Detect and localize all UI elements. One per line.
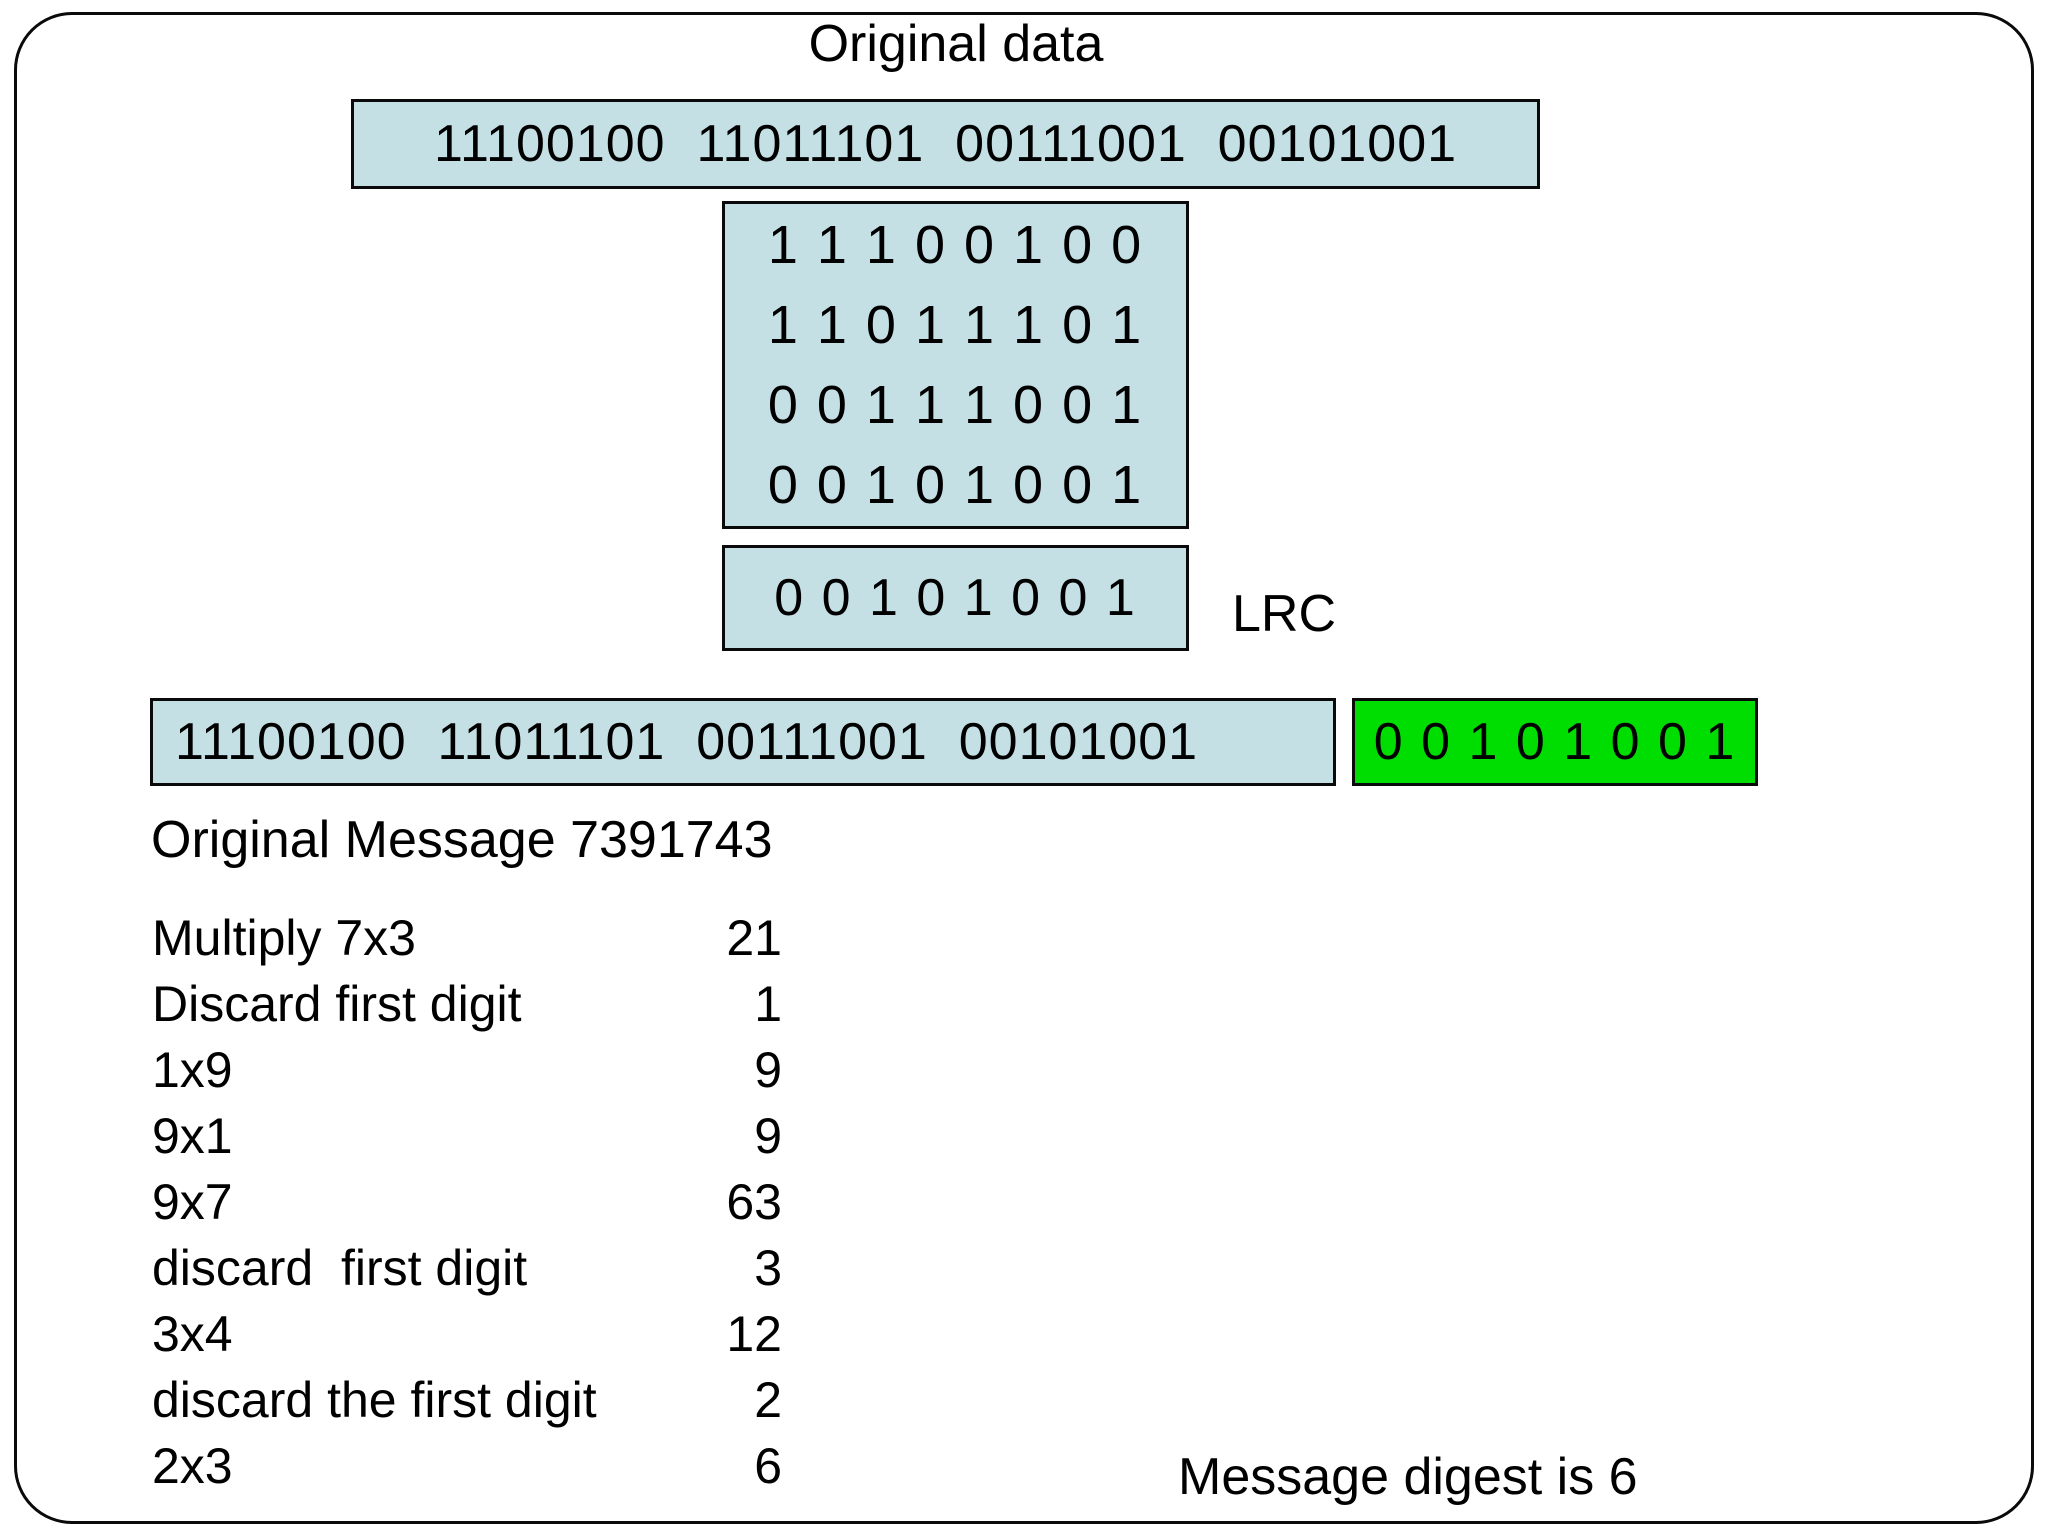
digest-step-row: 3x4 12 xyxy=(152,1301,782,1367)
digest-step-label: 1x9 xyxy=(152,1042,233,1098)
digest-step-row: 9x1 9 xyxy=(152,1103,782,1169)
matrix-row: 0 0 1 0 1 0 0 1 xyxy=(767,455,1144,515)
digest-step-value: 3 xyxy=(754,1240,782,1296)
digest-step-value: 9 xyxy=(754,1108,782,1164)
original-message-heading: Original Message 7391743 xyxy=(151,811,773,869)
bit-matrix-box: 1 1 1 0 0 1 0 0 1 1 0 1 1 1 0 1 0 0 1 1 … xyxy=(722,201,1189,529)
digest-step-value: 63 xyxy=(726,1174,782,1230)
matrix-row: 1 1 1 0 0 1 0 0 xyxy=(767,215,1144,275)
digest-step-row: discard the first digit 2 xyxy=(152,1367,782,1433)
transmitted-data-box: 11100100 11011101 00111001 00101001 xyxy=(150,698,1336,786)
original-data-bits: 11100100 11011101 00111001 00101001 xyxy=(433,115,1458,173)
slide-border xyxy=(14,12,2034,1524)
digest-step-value: 21 xyxy=(726,910,782,966)
page-title: Original data xyxy=(808,15,1104,73)
lrc-label: LRC xyxy=(1232,585,1337,643)
digest-steps-list: Multiply 7x3 21 Discard first digit 1 1x… xyxy=(152,905,782,1499)
matrix-row: 0 0 1 1 1 0 0 1 xyxy=(767,375,1144,435)
digest-step-row: discard first digit 3 xyxy=(152,1235,782,1301)
digest-step-label: 9x7 xyxy=(152,1174,233,1230)
digest-result-text: Message digest is 6 xyxy=(1178,1448,1638,1506)
lrc-result-bits: 0 0 1 0 1 0 0 1 xyxy=(774,569,1137,627)
original-data-box: 11100100 11011101 00111001 00101001 xyxy=(351,99,1540,189)
digest-step-value: 9 xyxy=(754,1042,782,1098)
transmitted-data-bits: 11100100 11011101 00111001 00101001 xyxy=(175,713,1199,771)
digest-step-label: 3x4 xyxy=(152,1306,233,1362)
digest-step-label: discard first digit xyxy=(152,1240,528,1296)
appended-lrc-bits: 0 0 1 0 1 0 0 1 xyxy=(1373,713,1737,771)
digest-step-value: 1 xyxy=(754,976,782,1032)
digest-step-label: 9x1 xyxy=(152,1108,233,1164)
digest-step-label: Discard first digit xyxy=(152,976,522,1032)
appended-lrc-box: 0 0 1 0 1 0 0 1 xyxy=(1352,698,1758,786)
lrc-result-box: 0 0 1 0 1 0 0 1 xyxy=(722,545,1189,651)
digest-step-value: 12 xyxy=(726,1306,782,1362)
digest-step-row: 9x7 63 xyxy=(152,1169,782,1235)
digest-step-row: 2x3 6 xyxy=(152,1433,782,1499)
digest-step-label: discard the first digit xyxy=(152,1372,597,1428)
digest-step-value: 6 xyxy=(754,1438,782,1494)
matrix-row: 1 1 0 1 1 1 0 1 xyxy=(767,295,1144,355)
digest-step-value: 2 xyxy=(754,1372,782,1428)
digest-step-row: Discard first digit 1 xyxy=(152,971,782,1037)
digest-step-row: 1x9 9 xyxy=(152,1037,782,1103)
digest-step-label: Multiply 7x3 xyxy=(152,910,416,966)
digest-step-row: Multiply 7x3 21 xyxy=(152,905,782,971)
digest-step-label: 2x3 xyxy=(152,1438,233,1494)
